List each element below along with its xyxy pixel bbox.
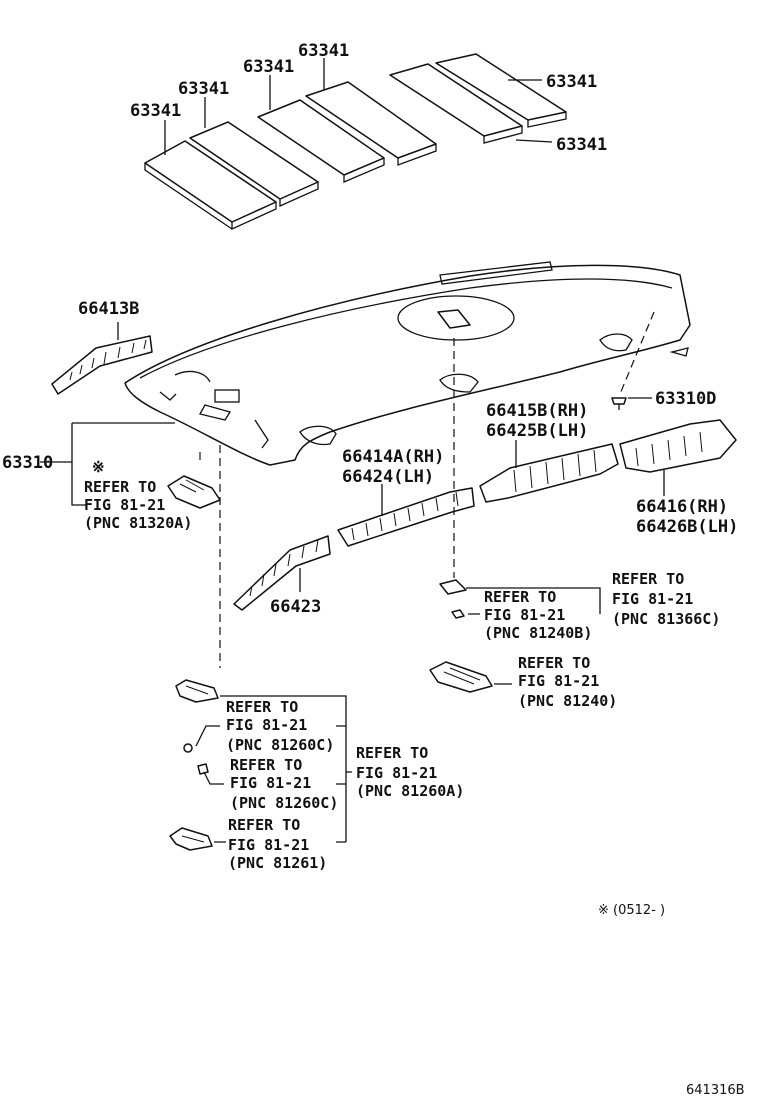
label-63310: 63310	[2, 453, 53, 473]
label-66426b: 66426B(LH)	[636, 517, 738, 537]
ref-81260a: REFER TO FIG 81-21 (PNC 81260A)	[356, 744, 464, 800]
bracket-81240b	[466, 587, 601, 615]
part-66416-66426b[interactable]	[619, 419, 737, 473]
ref-81260c-a: REFER TO FIG 81-21 (PNC 81260C)	[226, 698, 334, 754]
label-63341-a: 63341	[130, 101, 181, 121]
label-63341-b: 63341	[178, 79, 229, 99]
ref-81260c-b: REFER TO FIG 81-21 (PNC 81260C)	[230, 756, 338, 812]
ref-81261: REFER TO FIG 81-21 (PNC 81261)	[228, 816, 327, 872]
part-81261-lamp[interactable]	[169, 827, 213, 851]
part-81320a[interactable]	[167, 475, 221, 509]
label-66425b: 66425B(LH)	[486, 421, 588, 441]
bracket-dome-group	[195, 695, 352, 843]
label-66415b: 66415B(RH)	[486, 401, 588, 421]
part-81260c-lamp[interactable]	[175, 679, 219, 703]
headliner-assembly[interactable]	[124, 261, 691, 466]
label-66414a: 66414A(RH)	[342, 447, 444, 467]
clip-63310d[interactable]	[611, 397, 627, 410]
mark-asterisk: ※	[92, 458, 105, 476]
part-81260c-bulb-b[interactable]	[197, 763, 209, 775]
label-63341-c: 63341	[243, 57, 294, 77]
part-66413b[interactable]	[51, 335, 153, 395]
label-63341-d: 63341	[298, 41, 349, 61]
figure-id: 641316B	[686, 1083, 745, 1098]
part-66423[interactable]	[233, 535, 331, 611]
ref-81240: REFER TO FIG 81-21 (PNC 81240)	[518, 654, 617, 710]
ref-81320a: REFER TO FIG 81-21 (PNC 81320A)	[84, 478, 192, 532]
label-66416: 66416(RH)	[636, 497, 728, 517]
part-66414a-66424[interactable]	[337, 487, 475, 547]
part-66415b-66425b[interactable]	[479, 443, 619, 503]
label-66423: 66423	[270, 597, 321, 617]
footnote: ※ (0512- )	[598, 903, 665, 918]
part-81240b-lens[interactable]	[439, 579, 467, 619]
label-63341-f: 63341	[556, 135, 607, 155]
label-63310d: 63310D	[655, 389, 716, 409]
label-66413b: 66413B	[78, 299, 139, 319]
bracket-63310	[40, 422, 175, 506]
ref-81240b: REFER TO FIG 81-21 (PNC 81240B)	[484, 588, 592, 642]
ref-81366c: REFER TO FIG 81-21 (PNC 81366C)	[612, 570, 720, 628]
part-81240-lamp[interactable]	[429, 661, 493, 693]
pad-group	[144, 53, 567, 231]
label-63341-e: 63341	[546, 72, 597, 92]
pad-leaders	[164, 58, 553, 155]
part-81260c-bulb-a[interactable]	[183, 743, 193, 753]
label-66424: 66424(LH)	[342, 467, 434, 487]
